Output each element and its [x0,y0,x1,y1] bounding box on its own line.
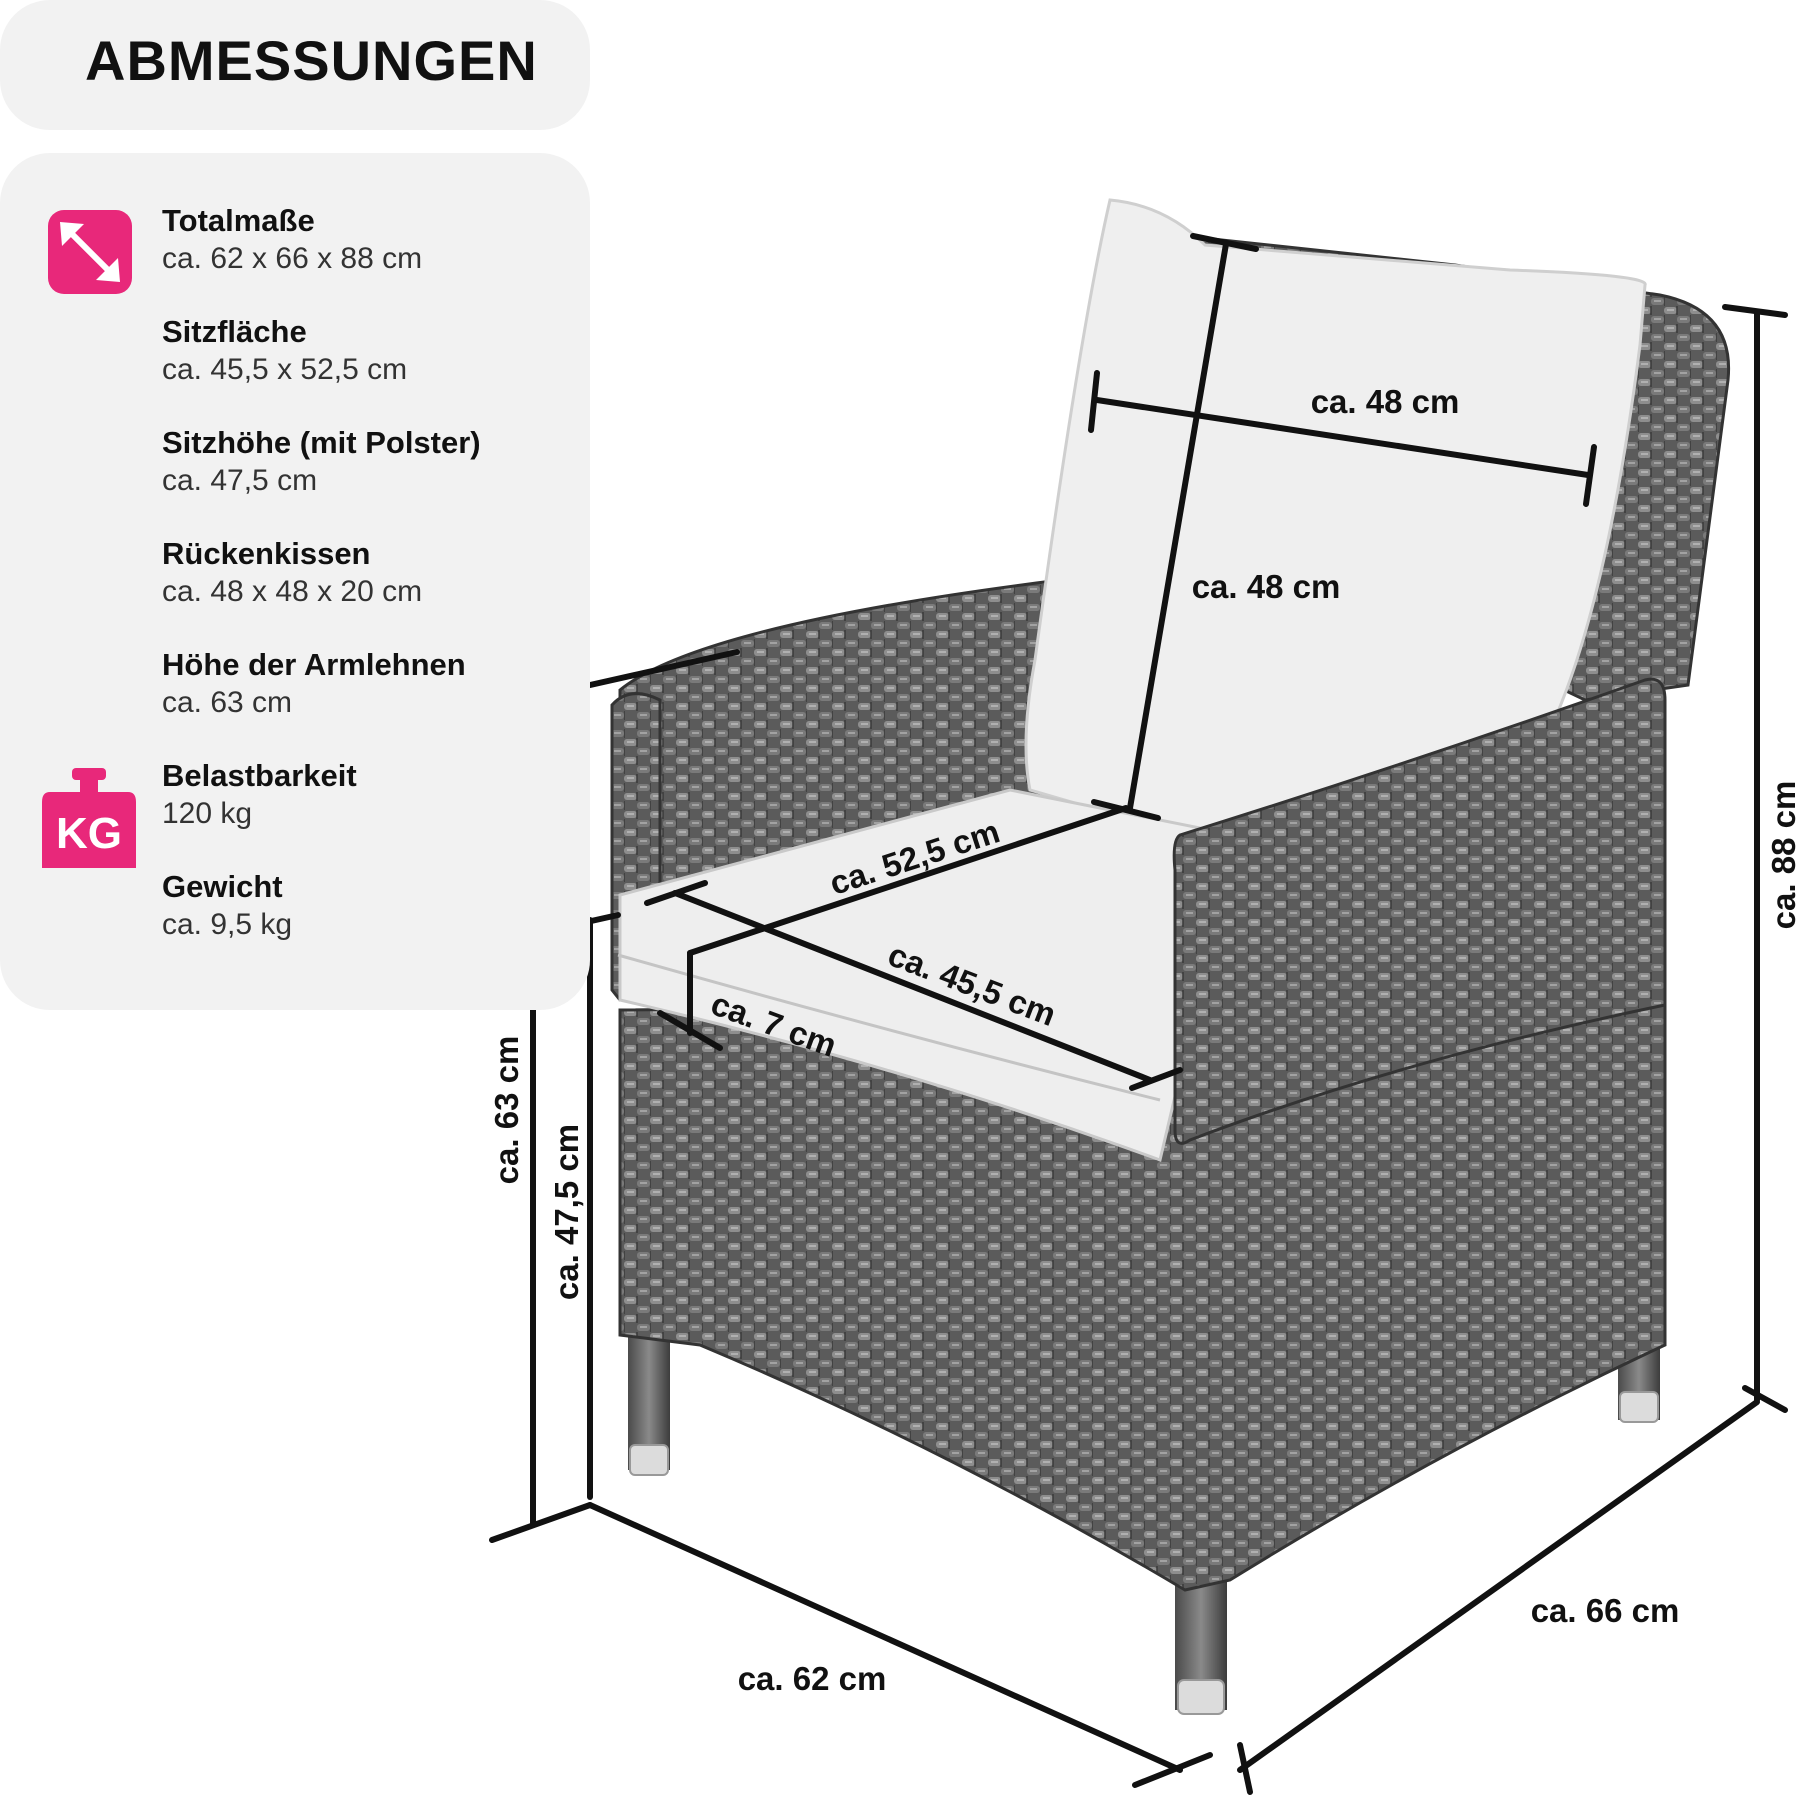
back-cushion [1024,198,1647,862]
spec-value: ca. 63 cm [162,686,293,719]
armrest-height-bottom [489,1502,593,1543]
tick [1088,370,1100,433]
backrest-width-label: ca. 48 cm [1311,383,1460,420]
kg-weight-icon: KG [42,768,136,868]
kg-icon-text: KG [56,809,122,858]
right-armrest [1172,677,1667,1145]
spec-value: ca. 62 x 66 x 88 cm [162,242,423,275]
diagonal-arrow-icon [48,210,132,294]
tick [657,1010,723,1051]
armrest-height-label: ca. 63 cm [488,1036,525,1185]
spec-value: 120 kg [162,797,253,830]
backrest-height-line [1127,241,1229,811]
spec-value: ca. 9,5 kg [162,908,293,941]
leg-cap [629,1444,669,1476]
spec-item: Totalmaße ca. 62 x 66 x 88 cm [162,202,422,278]
tick [1132,1752,1213,1788]
spec-value: ca. 48 x 48 x 20 cm [162,575,423,608]
spec-label: Belastbarkeit [162,758,357,793]
total-depth-line [1237,1399,1760,1773]
tick [1129,1067,1183,1091]
title-panel: ABMESSUNGEN [0,0,590,130]
spec-item: Sitzhöhe (mit Polster) ca. 47,5 cm [162,424,481,500]
tick [1742,1385,1788,1413]
chair-base [618,998,1667,1592]
spec-label: Rückenkissen [162,536,371,571]
seat-cushion-edge [617,953,1161,1102]
spec-item: Höhe der Armlehnen ca. 63 cm [162,646,466,722]
spec-label: Gewicht [162,869,283,904]
spec-item: Belastbarkeit 120 kg [162,757,357,833]
backrest-width-line [1094,397,1591,478]
spec-item: Gewicht ca. 9,5 kg [162,868,292,944]
tick [1190,233,1259,252]
backrest-height-label: ca. 48 cm [1192,568,1341,605]
seat-width-line [672,890,1153,1083]
page-title: ABMESSUNGEN [85,29,538,92]
total-depth-label: ca. 66 cm [1531,1592,1680,1629]
chair-legs [628,1290,1660,1715]
spec-item: Sitzfläche ca. 45,5 x 52,5 cm [162,313,407,389]
tick [1722,304,1788,318]
seat-height-label: ca. 47,5 cm [548,1124,585,1300]
dimension-lines [489,233,1788,1795]
leg-cap [1177,1679,1225,1715]
spec-label: Sitzhöhe (mit Polster) [162,425,481,460]
spec-value: ca. 47,5 cm [162,464,318,497]
tick [1237,1742,1253,1795]
spec-value: ca. 45,5 x 52,5 cm [162,353,408,386]
seat-cushion [618,788,1262,1162]
spec-item: Rückenkissen ca. 48 x 48 x 20 cm [162,535,422,611]
total-width-line [587,1502,1183,1773]
leg-cap [1619,1391,1659,1423]
tick [1583,444,1597,507]
tick [644,880,708,906]
total-width-label: ca. 62 cm [738,1660,887,1697]
total-height-label: ca. 88 cm [1765,781,1800,930]
spec-label: Totalmaße [162,203,315,238]
spec-label: Höhe der Armlehnen [162,647,466,682]
spec-label: Sitzfläche [162,314,307,349]
